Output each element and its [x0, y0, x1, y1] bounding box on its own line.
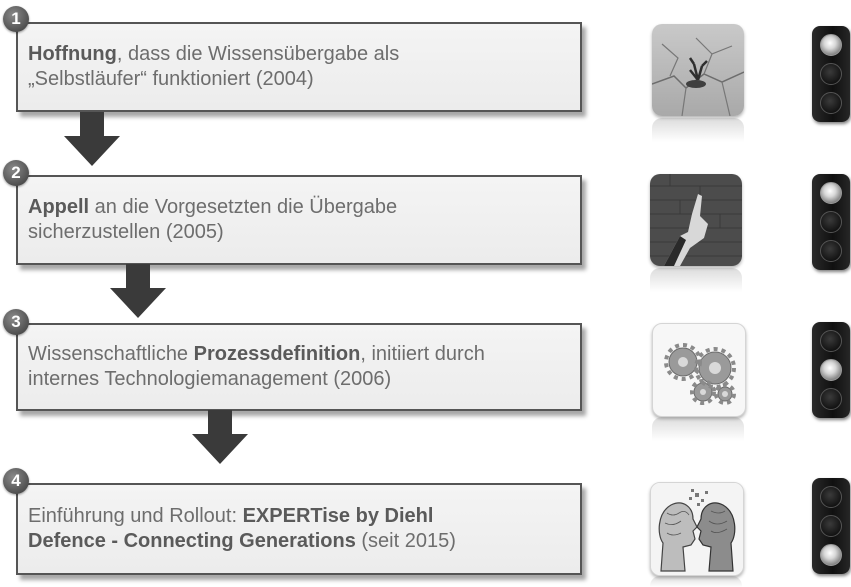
step-4-text: Einführung und Rollout: EXPERTise by Die… [28, 504, 456, 554]
step-4-line1-pre: Einführung und Rollout: [28, 505, 243, 527]
traffic-light-lamp-middle [820, 63, 842, 85]
raised-finger-hand-icon [650, 174, 742, 266]
step-4-number-badge: 4 [3, 468, 29, 494]
step-1-text: Hoffnung, dass die Wissensübergabe als „… [28, 42, 399, 92]
two-heads-exchange-icon [650, 482, 744, 576]
traffic-light-lamp-top [820, 486, 842, 508]
arrow-down-icon [110, 264, 166, 318]
step-1-number-badge: 1 [3, 6, 29, 32]
gears-icon [652, 323, 746, 417]
step-2-number-badge: 2 [3, 160, 29, 186]
image-reflection [650, 576, 742, 587]
plant-in-cracked-earth-icon [652, 24, 744, 116]
image-reflection [652, 417, 744, 441]
traffic-light-lamp-top-lit [820, 34, 842, 56]
step-1-box: Hoffnung, dass die Wissensübergabe als „… [16, 22, 582, 112]
step-3-line2: internes Technologiemanagement (2006) [28, 368, 392, 390]
step-3-keyword: Prozessdefinition [193, 343, 361, 365]
step-2-box: Appell an die Vorgesetzten die Übergabe … [16, 175, 582, 265]
step-4-box: Einführung und Rollout: EXPERTise by Die… [16, 483, 582, 575]
image-reflection [652, 118, 744, 142]
traffic-light-icon [812, 478, 850, 574]
step-3-number-badge: 3 [3, 309, 29, 335]
traffic-light-lamp-middle [820, 211, 842, 233]
traffic-light-icon [812, 322, 850, 418]
step-1-line2: „Selbstläufer“ funktioniert (2004) [28, 68, 314, 90]
step-4-line2: (seit 2015) [355, 530, 456, 552]
step-4-line2-bold: Defence - Connecting Generations [28, 530, 356, 552]
traffic-light-lamp-bottom [820, 240, 842, 262]
image-reflection [650, 268, 742, 292]
traffic-light-lamp-top-lit [820, 182, 842, 204]
step-2-line2: sicherzustellen (2005) [28, 221, 224, 243]
arrow-down-icon [192, 410, 248, 464]
step-2-text: Appell an die Vorgesetzten die Übergabe … [28, 195, 397, 245]
traffic-light-lamp-bottom [820, 92, 842, 114]
traffic-light-icon [812, 174, 850, 270]
arrow-down-icon [64, 112, 120, 166]
step-1-keyword: Hoffnung [28, 43, 117, 65]
step-3-line1-pre: Wissenschaftliche [28, 343, 194, 365]
step-4-keyword: EXPERTise by Diehl [242, 505, 434, 527]
traffic-light-lamp-top [820, 330, 842, 352]
traffic-light-lamp-middle [820, 515, 842, 537]
step-1-line1: , dass die Wissensübergabe als [116, 43, 400, 65]
step-3-line1: , initiiert durch [360, 343, 485, 365]
traffic-light-lamp-middle-lit [820, 359, 842, 381]
traffic-light-lamp-bottom [820, 388, 842, 410]
traffic-light-icon [812, 26, 850, 122]
traffic-light-lamp-bottom-lit [820, 544, 842, 566]
step-3-text: Wissenschaftliche Prozessdefinition, ini… [28, 342, 485, 392]
step-3-box: Wissenschaftliche Prozessdefinition, ini… [16, 323, 582, 411]
step-2-keyword: Appell [28, 196, 90, 218]
step-2-line1: an die Vorgesetzten die Übergabe [89, 196, 398, 218]
